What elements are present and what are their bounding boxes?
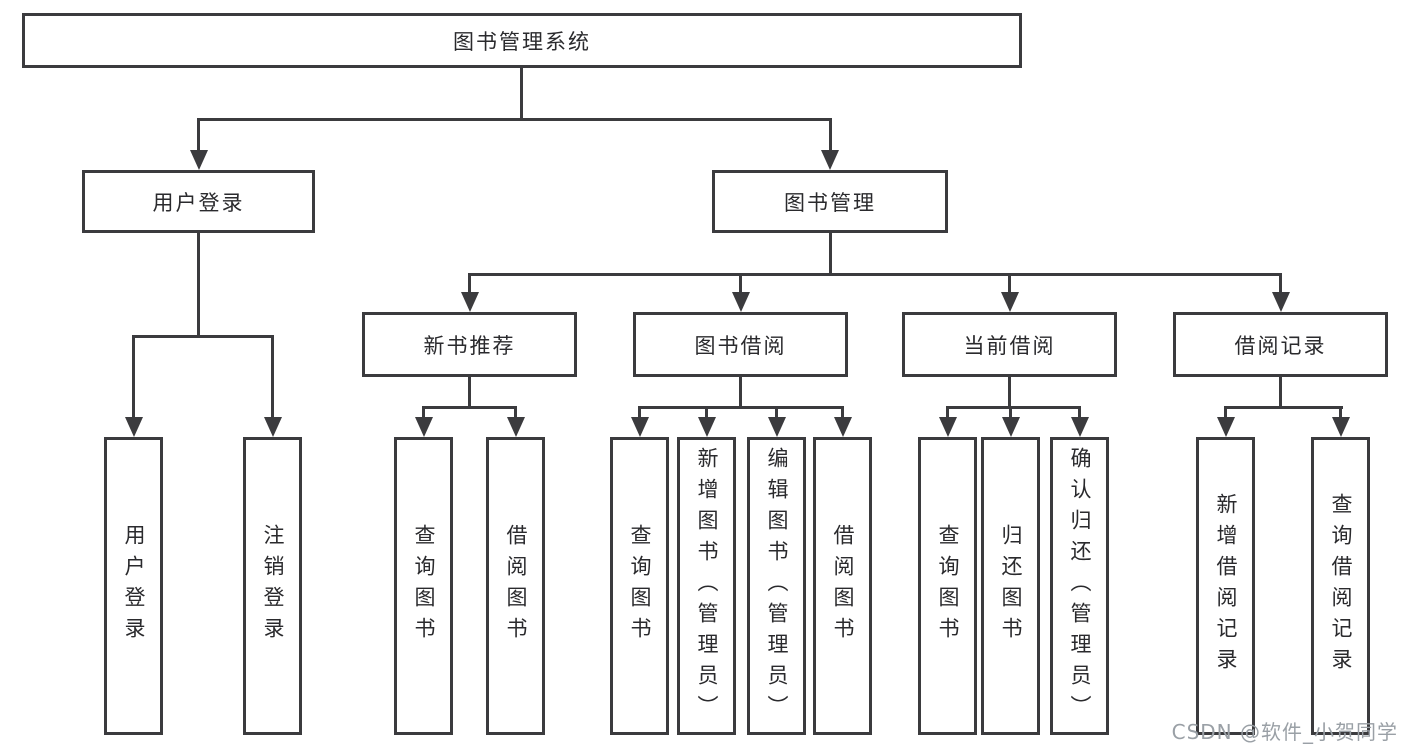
node-user-login: 用户登录 (82, 170, 315, 233)
leaf-recommend-query-book: 查询图书 (394, 437, 453, 735)
connector-line (1224, 406, 1227, 417)
connector-line (1339, 406, 1342, 417)
arrowhead (821, 150, 839, 170)
connector-line (132, 335, 135, 417)
leaf-current-confirm-return: 确认归还（管理员） (1050, 437, 1109, 735)
arrowhead (1001, 417, 1020, 437)
arrowhead (1216, 417, 1235, 437)
connector-line (638, 406, 844, 409)
connector-line (468, 377, 471, 406)
arrowhead (767, 417, 786, 437)
leaf-user-login-label: 用户登录 (122, 524, 146, 648)
node-new-book-recommend-label: 新书推荐 (423, 333, 516, 358)
connector-line (775, 406, 778, 417)
connector-line (705, 406, 708, 417)
leaf-logout: 注销登录 (243, 437, 302, 735)
connector-line (468, 273, 1282, 276)
arrowhead (263, 417, 282, 437)
connector-line (828, 118, 832, 150)
connector-line (197, 118, 200, 150)
leaf-borrow-edit-book-label: 编辑图书（管理员） (765, 446, 789, 726)
leaf-logout-label: 注销登录 (261, 524, 285, 648)
arrowhead (938, 417, 957, 437)
connector-line (197, 118, 831, 121)
arrowhead (1000, 292, 1019, 312)
leaf-recommend-query-book-label: 查询图书 (412, 524, 436, 648)
connector-line (1279, 273, 1282, 292)
leaf-borrow-edit-book: 编辑图书（管理员） (747, 437, 806, 735)
node-borrow-records: 借阅记录 (1173, 312, 1388, 377)
connector-line (1078, 406, 1081, 417)
leaf-recommend-borrow-book: 借阅图书 (486, 437, 545, 735)
arrowhead (731, 292, 750, 312)
leaf-current-confirm-return-label: 确认归还（管理员） (1068, 446, 1092, 726)
connector-line (514, 406, 517, 417)
connector-line (519, 68, 523, 118)
connector-line (197, 233, 200, 335)
leaf-borrow-borrow-book-label: 借阅图书 (831, 524, 855, 648)
arrowhead (124, 417, 143, 437)
leaf-user-login: 用户登录 (104, 437, 163, 735)
connector-line (828, 233, 832, 273)
node-current-borrow-label: 当前借阅 (963, 333, 1056, 358)
node-current-borrow: 当前借阅 (902, 312, 1117, 377)
connector-line (422, 406, 425, 417)
arrowhead (460, 292, 479, 312)
leaf-records-query-record: 查询借阅记录 (1311, 437, 1370, 735)
connector-line (739, 273, 742, 292)
connector-line (1279, 377, 1282, 406)
leaf-borrow-add-book: 新增图书（管理员） (677, 437, 736, 735)
connector-line (1224, 406, 1343, 409)
leaf-recommend-borrow-book-label: 借阅图书 (504, 524, 528, 648)
leaf-current-return-book: 归还图书 (981, 437, 1040, 735)
leaf-borrow-add-book-label: 新增图书（管理员） (695, 446, 719, 726)
connector-line (132, 335, 274, 338)
leaf-current-query-book: 查询图书 (918, 437, 977, 735)
connector-line (841, 406, 844, 417)
arrowhead (697, 417, 716, 437)
connector-line (271, 335, 274, 417)
connector-line (946, 406, 949, 417)
arrowhead (1271, 292, 1290, 312)
node-borrow-records-label: 借阅记录 (1234, 333, 1327, 358)
arrowhead (414, 417, 433, 437)
connector-line (468, 273, 471, 292)
leaf-records-query-record-label: 查询借阅记录 (1329, 493, 1353, 679)
csdn-watermark: CSDN @软件_小贺同学 (1171, 720, 1398, 744)
connector-line (739, 377, 742, 406)
connector-line (638, 406, 641, 417)
node-root-label: 图书管理系统 (453, 29, 591, 54)
leaf-borrow-query-book-label: 查询图书 (628, 524, 652, 648)
node-book-management-label: 图书管理 (784, 190, 876, 215)
leaf-current-query-book-label: 查询图书 (936, 524, 960, 648)
arrowhead (630, 417, 649, 437)
node-book-management: 图书管理 (712, 170, 948, 233)
connector-line (1008, 377, 1011, 406)
arrowhead (506, 417, 525, 437)
arrowhead (189, 150, 208, 170)
leaf-borrow-query-book: 查询图书 (610, 437, 669, 735)
leaf-current-return-book-label: 归还图书 (999, 524, 1023, 648)
connector-line (422, 406, 517, 409)
node-book-borrow: 图书借阅 (633, 312, 848, 377)
node-new-book-recommend: 新书推荐 (362, 312, 577, 377)
leaf-borrow-borrow-book: 借阅图书 (813, 437, 872, 735)
connector-line (1008, 273, 1011, 292)
arrowhead (1331, 417, 1350, 437)
connector-line (946, 406, 1081, 409)
node-root: 图书管理系统 (22, 13, 1022, 68)
node-book-borrow-label: 图书借阅 (694, 333, 787, 358)
connector-line (1009, 406, 1012, 417)
leaf-records-add-record: 新增借阅记录 (1196, 437, 1255, 735)
arrowhead (1070, 417, 1089, 437)
node-user-login-label: 用户登录 (152, 190, 245, 215)
arrowhead (833, 417, 852, 437)
leaf-records-add-record-label: 新增借阅记录 (1214, 493, 1238, 679)
